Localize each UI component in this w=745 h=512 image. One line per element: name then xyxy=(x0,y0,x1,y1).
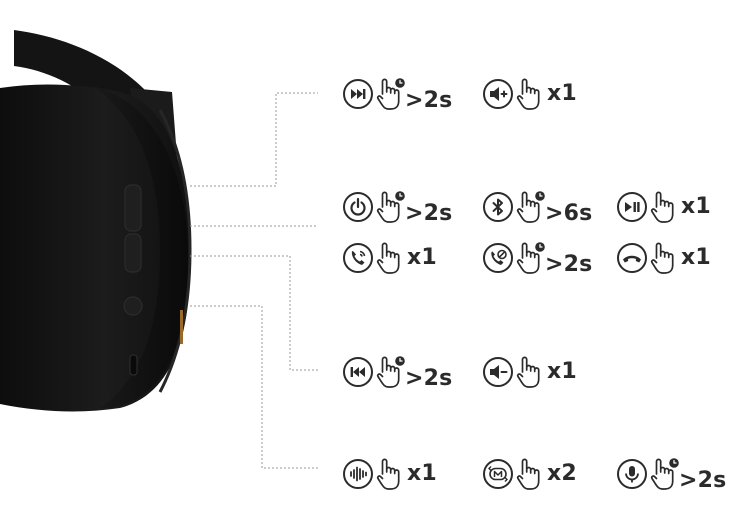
press-and-hold-hand-icon xyxy=(375,190,405,224)
press-and-hold-hand-icon xyxy=(375,355,405,389)
hold-duration-label: >6s xyxy=(545,203,592,225)
press-and-hold-hand-icon xyxy=(649,457,679,491)
press-count-label: x1 xyxy=(547,361,577,383)
press-count-label: x1 xyxy=(681,247,711,269)
reject-call-icon xyxy=(483,243,513,273)
skip-back-hold: >2s xyxy=(343,350,452,394)
hold-duration-label: >2s xyxy=(405,203,452,225)
press-count-label: x2 xyxy=(547,463,577,485)
button-multi xyxy=(125,234,141,272)
led-accent xyxy=(180,310,183,344)
press-count-label: x1 xyxy=(407,247,437,269)
skip-forward-hold: >2s xyxy=(343,72,452,116)
bluetooth-hold: >6s xyxy=(483,185,592,229)
press-hand-icon xyxy=(515,457,545,491)
answer-call-press: x1 xyxy=(343,236,437,280)
hold-duration-label: >2s xyxy=(679,470,726,492)
power-icon xyxy=(343,192,373,222)
end-call-icon xyxy=(617,243,647,273)
hold-duration-label: >2s xyxy=(405,368,452,390)
press-and-hold-hand-icon xyxy=(515,241,545,275)
volume-down-icon xyxy=(483,357,513,387)
play-pause-icon xyxy=(617,192,647,222)
bluetooth-icon xyxy=(483,192,513,222)
mode-switch-press: x2 xyxy=(483,452,577,496)
power-hold: >2s xyxy=(343,185,452,229)
press-and-hold-hand-icon xyxy=(375,77,405,111)
voice-assistant-icon xyxy=(617,459,647,489)
press-hand-icon xyxy=(375,241,405,275)
press-hand-icon xyxy=(649,241,679,275)
play-pause-press: x1 xyxy=(617,185,711,229)
button-mode xyxy=(124,297,142,315)
skip-back-icon xyxy=(343,357,373,387)
button-vol-up xyxy=(125,185,141,231)
volume-up-icon xyxy=(483,79,513,109)
hold-duration-label: >2s xyxy=(405,90,452,112)
press-hand-icon xyxy=(649,190,679,224)
hold-duration-label: >2s xyxy=(545,254,592,276)
voice-assistant-hold: >2s xyxy=(617,452,726,496)
press-hand-icon xyxy=(515,355,545,389)
answer-call-icon xyxy=(343,243,373,273)
skip-forward-icon xyxy=(343,79,373,109)
press-hand-icon xyxy=(375,457,405,491)
press-count-label: x1 xyxy=(547,83,577,105)
press-and-hold-hand-icon xyxy=(515,190,545,224)
volume-up-press: x1 xyxy=(483,72,577,116)
ambient-sound-press: x1 xyxy=(343,452,437,496)
end-call-press: x1 xyxy=(617,236,711,280)
press-count-label: x1 xyxy=(407,463,437,485)
ambient-sound-icon xyxy=(343,459,373,489)
press-hand-icon xyxy=(515,77,545,111)
press-count-label: x1 xyxy=(681,196,711,218)
reject-call-hold: >2s xyxy=(483,236,592,280)
mode-switch-icon xyxy=(483,459,513,489)
usb-port xyxy=(130,355,137,375)
volume-down-press: x1 xyxy=(483,350,577,394)
